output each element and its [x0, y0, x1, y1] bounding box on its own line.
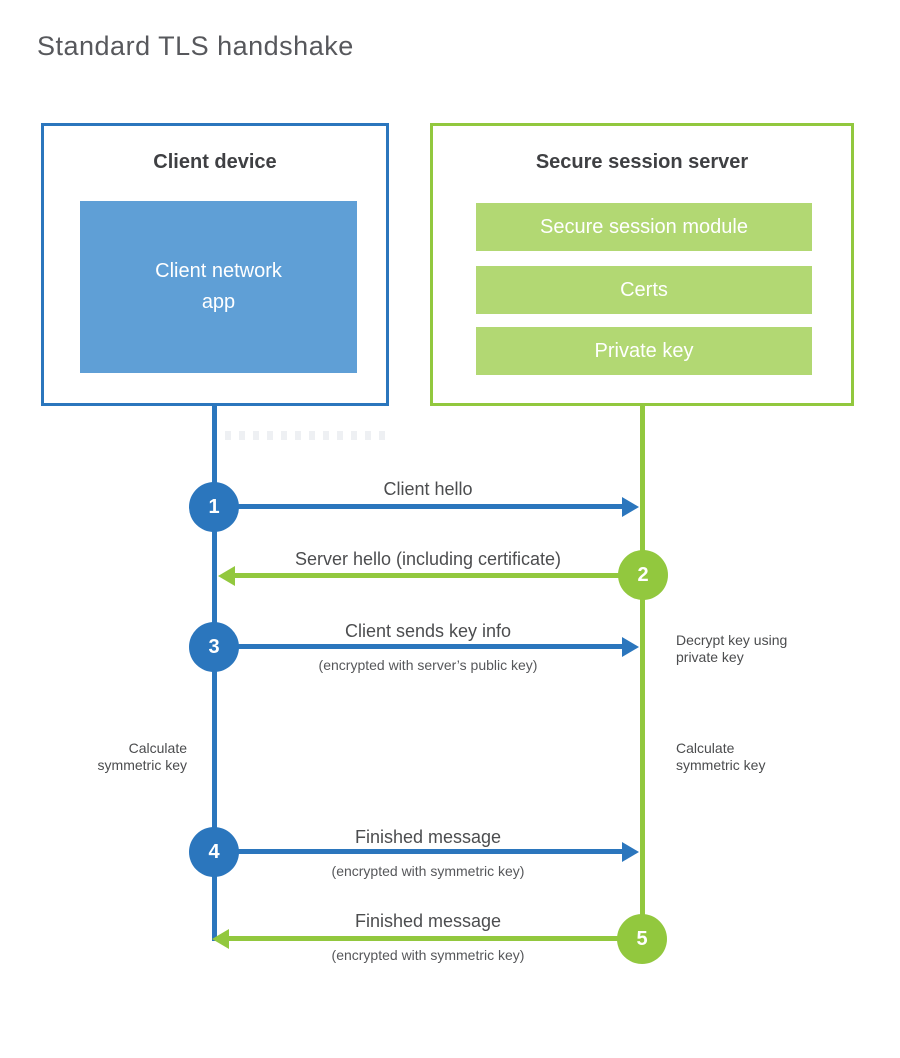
note-calculate-symmetric-key-server: Calculate symmetric key	[676, 740, 766, 773]
arrow-shaft	[214, 504, 623, 509]
arrow-shaft	[234, 573, 643, 578]
arrow-finished-client	[214, 841, 639, 862]
note-calculate-symmetric-key-client: Calculate symmetric key	[97, 740, 187, 773]
step-circle-5: 5	[617, 914, 667, 964]
faint-dashed-line	[225, 431, 391, 440]
message-sub-key-info: (encrypted with server’s public key)	[318, 657, 538, 673]
arrow-shaft	[214, 644, 623, 649]
step-circle-1: 1	[189, 482, 239, 532]
arrow-client-hello	[214, 496, 639, 517]
message-label-finished-client: Finished message	[354, 827, 502, 847]
message-sub-finished-server: (encrypted with symmetric key)	[331, 947, 525, 963]
server-lifeline	[640, 405, 645, 939]
server-module-certs: Certs	[476, 266, 812, 314]
secure-session-server-title: Secure session server	[535, 151, 749, 173]
arrowhead-left-icon	[212, 928, 229, 949]
arrow-key-info	[214, 636, 639, 657]
arrow-shaft	[228, 936, 642, 941]
message-label-finished-server: Finished message	[354, 911, 502, 931]
step-circle-4: 4	[189, 827, 239, 877]
message-label-client-hello: Client hello	[383, 479, 473, 499]
step-circle-3: 3	[189, 622, 239, 672]
arrowhead-right-icon	[622, 496, 639, 517]
arrow-finished-server	[212, 928, 642, 949]
arrow-shaft	[214, 849, 623, 854]
arrow-server-hello	[218, 565, 643, 586]
page-title: Standard TLS handshake	[37, 31, 354, 61]
arrowhead-right-icon	[622, 841, 639, 862]
server-module-private-key: Private key	[476, 327, 812, 375]
step-circle-2: 2	[618, 550, 668, 600]
note-decrypt-key: Decrypt key using private key	[676, 632, 788, 665]
client-device-box: Client device Client network app	[41, 123, 389, 406]
arrowhead-right-icon	[622, 636, 639, 657]
client-device-title: Client device	[153, 151, 277, 173]
secure-session-server-box: Secure session server Secure session mod…	[430, 123, 854, 406]
client-network-app-box: Client network app	[80, 201, 357, 373]
client-lifeline	[212, 405, 217, 941]
server-module-secure-session: Secure session module	[476, 203, 812, 251]
message-sub-finished-client: (encrypted with symmetric key)	[331, 863, 525, 879]
message-label-key-info: Client sends key info	[344, 621, 512, 641]
arrowhead-left-icon	[218, 565, 235, 586]
message-label-server-hello: Server hello (including certificate)	[294, 549, 562, 569]
